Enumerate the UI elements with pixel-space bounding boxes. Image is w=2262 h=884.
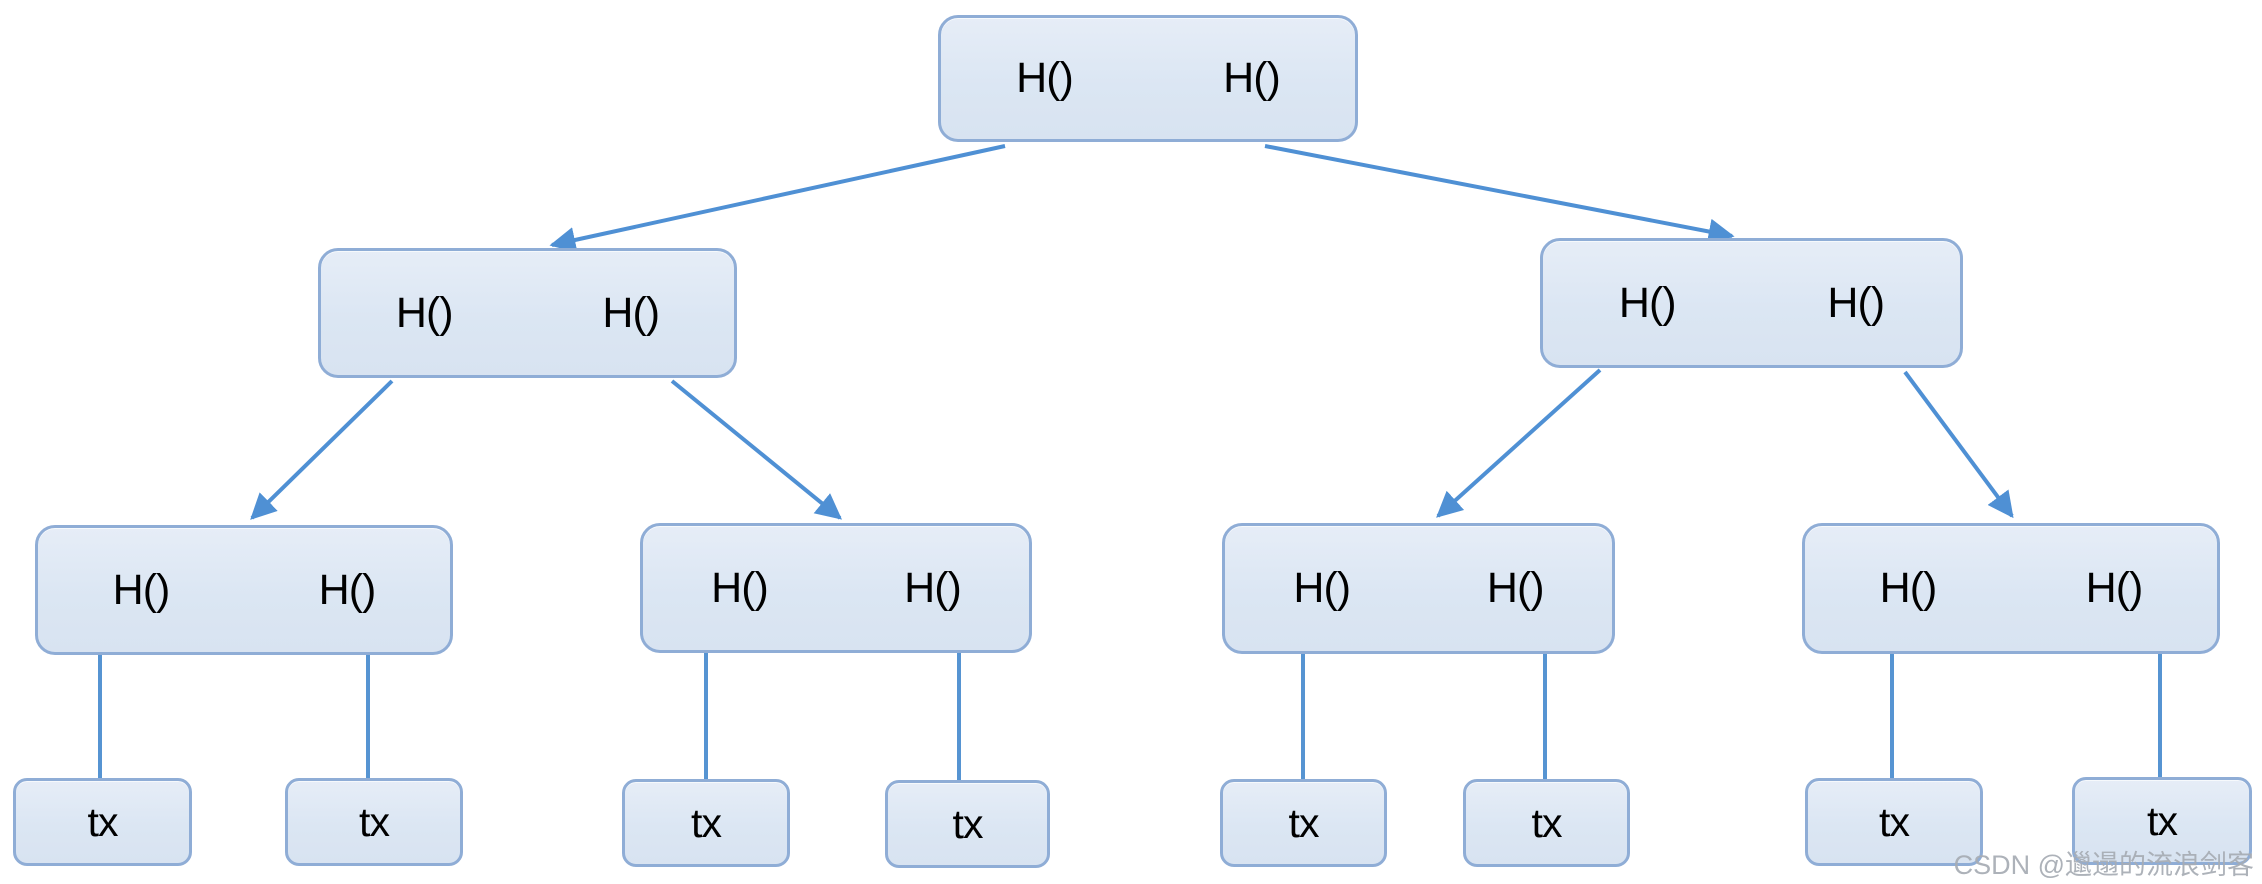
tx-label: tx bbox=[1879, 798, 1910, 845]
hash-label-left: H() bbox=[1016, 54, 1074, 102]
hash-node-l3-1: H() H() bbox=[35, 525, 453, 655]
arrow-l2right-to-l3-3 bbox=[1436, 368, 1602, 518]
hash-label-left: H() bbox=[1879, 564, 1938, 612]
hash-label-right: H() bbox=[1223, 54, 1281, 102]
hash-label-right: H() bbox=[602, 288, 660, 337]
tx-label: tx bbox=[1531, 799, 1563, 846]
arrow-l2right-to-l3-4 bbox=[1903, 370, 2014, 519]
csdn-watermark: CSDN @邋遢的流浪剑客 bbox=[1953, 850, 2254, 880]
tx-label: tx bbox=[691, 799, 722, 846]
hash-node-l2-left: H() H() bbox=[318, 248, 737, 378]
arrow-root-to-l2-left bbox=[549, 144, 1006, 253]
tx-leaf-node-3: tx bbox=[622, 779, 790, 867]
tx-label: tx bbox=[1288, 799, 1320, 846]
hash-label-left: H() bbox=[1293, 564, 1351, 612]
tx-label: tx bbox=[359, 798, 390, 845]
hash-node-l3-4: H() H() bbox=[1802, 523, 2220, 654]
hash-label-left: H() bbox=[112, 565, 171, 614]
tx-leaf-node-5: tx bbox=[1220, 779, 1387, 867]
hash-label-right: H() bbox=[2085, 564, 2144, 612]
hash-node-l3-3: H() H() bbox=[1222, 523, 1615, 654]
tx-leaf-node-7: tx bbox=[1805, 778, 1983, 866]
tx-label: tx bbox=[87, 798, 119, 845]
tx-leaf-node-6: tx bbox=[1463, 779, 1630, 867]
tx-label: tx bbox=[2147, 797, 2178, 844]
hash-label-left: H() bbox=[711, 563, 769, 612]
tx-label: tx bbox=[952, 800, 984, 847]
tx-leaf-node-4: tx bbox=[885, 780, 1050, 868]
hash-node-l2-right: H() H() bbox=[1540, 238, 1963, 368]
hash-label-left: H() bbox=[395, 288, 454, 337]
tx-leaf-node-1: tx bbox=[13, 778, 192, 866]
hash-node-l3-2: H() H() bbox=[640, 523, 1032, 653]
hash-label-left: H() bbox=[1618, 278, 1677, 327]
tx-leaf-node-8: tx bbox=[2072, 777, 2252, 865]
hash-label-right: H() bbox=[904, 563, 962, 612]
merkle-root-node: H() H() bbox=[938, 15, 1358, 142]
hash-label-right: H() bbox=[318, 565, 377, 614]
tx-leaf-node-2: tx bbox=[285, 778, 463, 866]
hash-label-right: H() bbox=[1486, 564, 1545, 612]
hash-label-right: H() bbox=[1827, 278, 1885, 327]
arrow-l2left-to-l3-2 bbox=[670, 379, 843, 520]
arrow-root-to-l2-right bbox=[1264, 144, 1735, 245]
arrow-l2left-to-l3-1 bbox=[250, 379, 394, 520]
